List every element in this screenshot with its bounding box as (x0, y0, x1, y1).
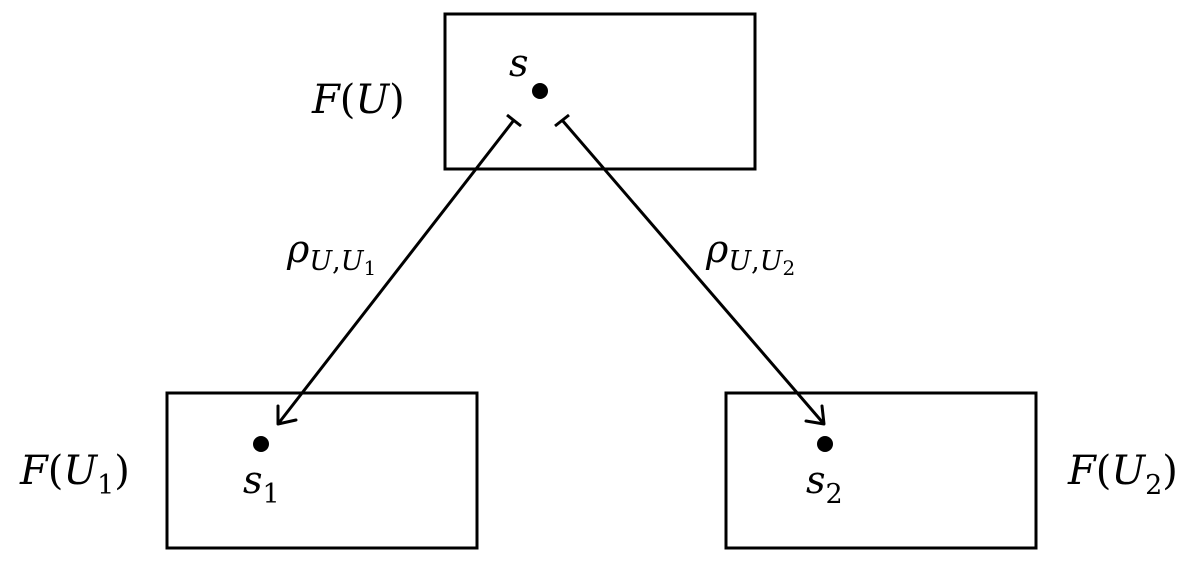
edge-left-sub-a: U (309, 246, 333, 277)
node-right: F(U2) s2 (724, 391, 1178, 550)
edge-right-label: ρU,U2 (705, 227, 795, 280)
point-s (532, 83, 548, 99)
element-s2-label: s2 (806, 458, 843, 510)
edge-left-comma: , (332, 246, 341, 277)
label-left-sub: 1 (97, 470, 114, 501)
label-right-close: ) (1162, 448, 1178, 494)
arrow-right-head (804, 404, 826, 426)
point-s1 (253, 436, 269, 452)
label-top-open: ( (340, 77, 356, 123)
edge-right-sub-b: U (760, 246, 784, 277)
label-left-var: U (63, 448, 98, 494)
arrow-left-head (276, 404, 298, 426)
point-s2 (817, 436, 833, 452)
element-s2-name: s (806, 458, 826, 502)
element-s1-sub: 1 (263, 479, 280, 510)
element-s-name: s (509, 41, 529, 85)
edge-right-sub-a: U (728, 246, 752, 277)
element-s1-name: s (243, 458, 263, 502)
edge-left-sub-b: U (341, 246, 365, 277)
label-top-func: F (311, 77, 341, 123)
element-s-label: s (509, 41, 529, 85)
label-left-func: F (19, 448, 49, 494)
label-right-open: ( (1096, 448, 1112, 494)
node-top: F(U) s (311, 12, 757, 171)
arrow-left-shaft (276, 119, 516, 425)
element-s2-sub: 2 (826, 479, 843, 510)
label-left-open: ( (48, 448, 64, 494)
edge-right-symbol: ρ (705, 227, 729, 271)
arrow-restriction-right (554, 113, 826, 426)
node-left: F(U1) s1 (19, 391, 479, 550)
label-right-var: U (1111, 448, 1146, 494)
element-s1-label: s1 (243, 458, 280, 510)
edge-right-sub-b-index: 2 (782, 256, 795, 280)
edge-left-label: ρU,U1 (286, 227, 376, 280)
box-right (724, 391, 1038, 550)
arrow-restriction-left (276, 113, 522, 426)
edge-right-comma: , (751, 246, 760, 277)
edge-left-symbol: ρ (286, 227, 310, 271)
label-top: F(U) (311, 77, 405, 123)
edge-left-sub-b-index: 1 (363, 256, 376, 280)
label-right-func: F (1067, 448, 1097, 494)
arrow-right-shaft (560, 119, 826, 425)
label-top-var: U (355, 77, 390, 123)
label-left-close: ) (114, 448, 130, 494)
label-right: F(U2) (1067, 448, 1178, 501)
box-left (165, 391, 479, 550)
label-top-close: ) (389, 77, 405, 123)
label-left: F(U1) (19, 448, 130, 501)
box-top (443, 12, 757, 171)
label-right-sub: 2 (1145, 470, 1162, 501)
